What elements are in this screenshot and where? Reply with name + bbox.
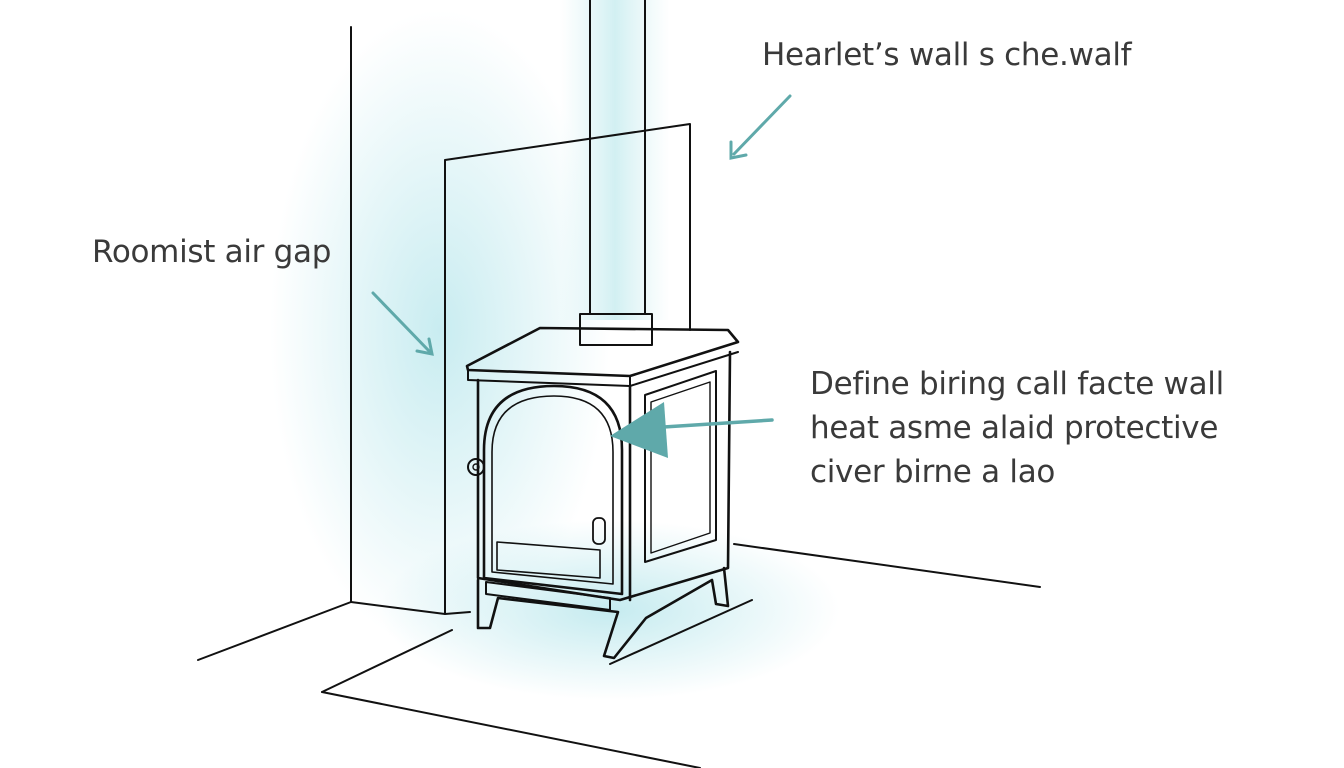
callout-line-3: civer birne a lao [810,454,1056,490]
arrow-to-wall-shield [729,94,792,160]
callout-protective-cover-label: Define biring call facte wall heat asme … [810,362,1224,494]
callout-line-2: heat asme alaid protective [810,410,1219,446]
callout-air-gap-label: Roomist air gap [92,234,332,270]
arrow-to-air-gap [371,291,434,356]
callout-line-1: Define biring call facte wall [810,366,1224,402]
callout-wall-shield-label: Hearlet’s wall s che.walf [762,37,1132,73]
flue-pipe [579,0,653,346]
room-lines [197,26,1041,768]
heat-glow [270,0,840,700]
arrowhead-to-stove [610,402,668,458]
arrow-to-stove [646,418,774,430]
wall-heat-shield [444,123,691,615]
